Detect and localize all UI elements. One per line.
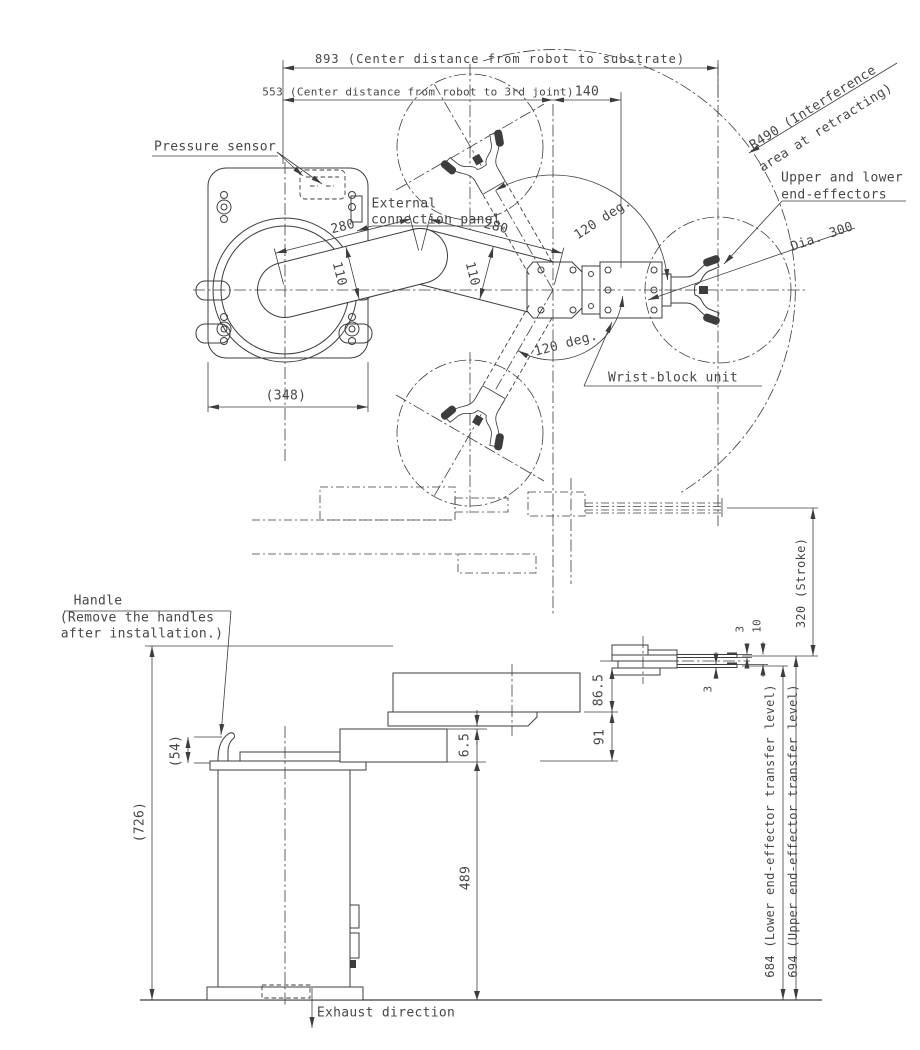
phantom-fork-upper	[437, 126, 526, 207]
substrate-pad	[699, 286, 708, 294]
substrate-pad	[703, 313, 720, 325]
turntable	[339, 728, 448, 763]
connector-box	[349, 932, 360, 959]
dim-blade-gap: 10	[750, 619, 764, 633]
dim-table-gap: 6.5	[457, 732, 473, 758]
label-exhaust-direction: Exhaust direction	[316, 1005, 456, 1021]
dim-stroke: 320 (Stroke)	[794, 537, 808, 629]
column-top-plate	[239, 751, 357, 762]
dim-blade-lower-thickness: 3	[701, 685, 715, 693]
interference-arc-R490	[482, 49, 796, 494]
substrate-pad	[703, 255, 720, 267]
dim-robot-to-substrate: 893 (Center distance from robot to subst…	[314, 52, 686, 66]
side-view	[140, 644, 822, 1001]
label-handle-3: after installation.)	[60, 626, 224, 642]
arm-housing	[392, 672, 581, 713]
rotation-radial-down	[432, 289, 554, 499]
label-external-connection-1: External	[371, 196, 437, 212]
dim-arm-clearance: 91	[592, 728, 608, 746]
handle-side-view	[217, 732, 235, 762]
phantom-substrate-lower	[396, 359, 544, 507]
top-view	[195, 167, 720, 363]
dim-handle-height: (54)	[168, 734, 184, 768]
rotation-radial-up	[432, 81, 554, 291]
base-screws	[216, 191, 360, 345]
label-handle-2: (Remove the handles	[59, 610, 215, 626]
connector-box	[349, 904, 360, 929]
centerlines-and-phantom	[193, 49, 808, 1006]
dim-overall-height: (726)	[132, 801, 148, 843]
pressure-sensor-outline	[299, 169, 346, 200]
dimension-lines	[64, 60, 906, 1028]
dim-lower-transfer-level: 684 (Lower end-effector transfer level)	[763, 684, 777, 978]
connector-nub	[350, 960, 356, 968]
label-upper-lower-2: end-effectors	[781, 187, 887, 203]
label-pressure-sensor: Pressure sensor	[154, 139, 276, 155]
arm-lower-housing	[387, 711, 538, 727]
label-wrist-block: Wrist-block unit	[607, 370, 739, 386]
dim-joint-offset: 140	[574, 84, 600, 100]
label-external-connection-2: connection panel	[370, 212, 502, 228]
dim-upper-transfer-level: 694 (Upper end-effector transfer level)	[786, 684, 800, 978]
label-upper-lower-1: Upper and lower	[781, 170, 903, 186]
end-effector-blades-side	[676, 652, 738, 668]
dim-base-width: (348)	[265, 388, 307, 404]
dim-robot-to-3rd-joint: 553 (Center distance from robot to 3rd j…	[262, 85, 574, 99]
wrist-side-view	[611, 644, 678, 676]
substrate-circle	[644, 216, 792, 364]
phantom-raised-arm	[252, 478, 723, 584]
dim-arm-height: 86.5	[591, 673, 607, 707]
exhaust-port-outline	[261, 984, 311, 999]
dim-column-height: 489	[458, 865, 474, 891]
column-body	[217, 769, 351, 988]
dim-blade-upper-thickness: 3	[733, 625, 747, 633]
phantom-fork-lower	[437, 373, 526, 454]
label-handle-1: Handle	[73, 593, 123, 609]
